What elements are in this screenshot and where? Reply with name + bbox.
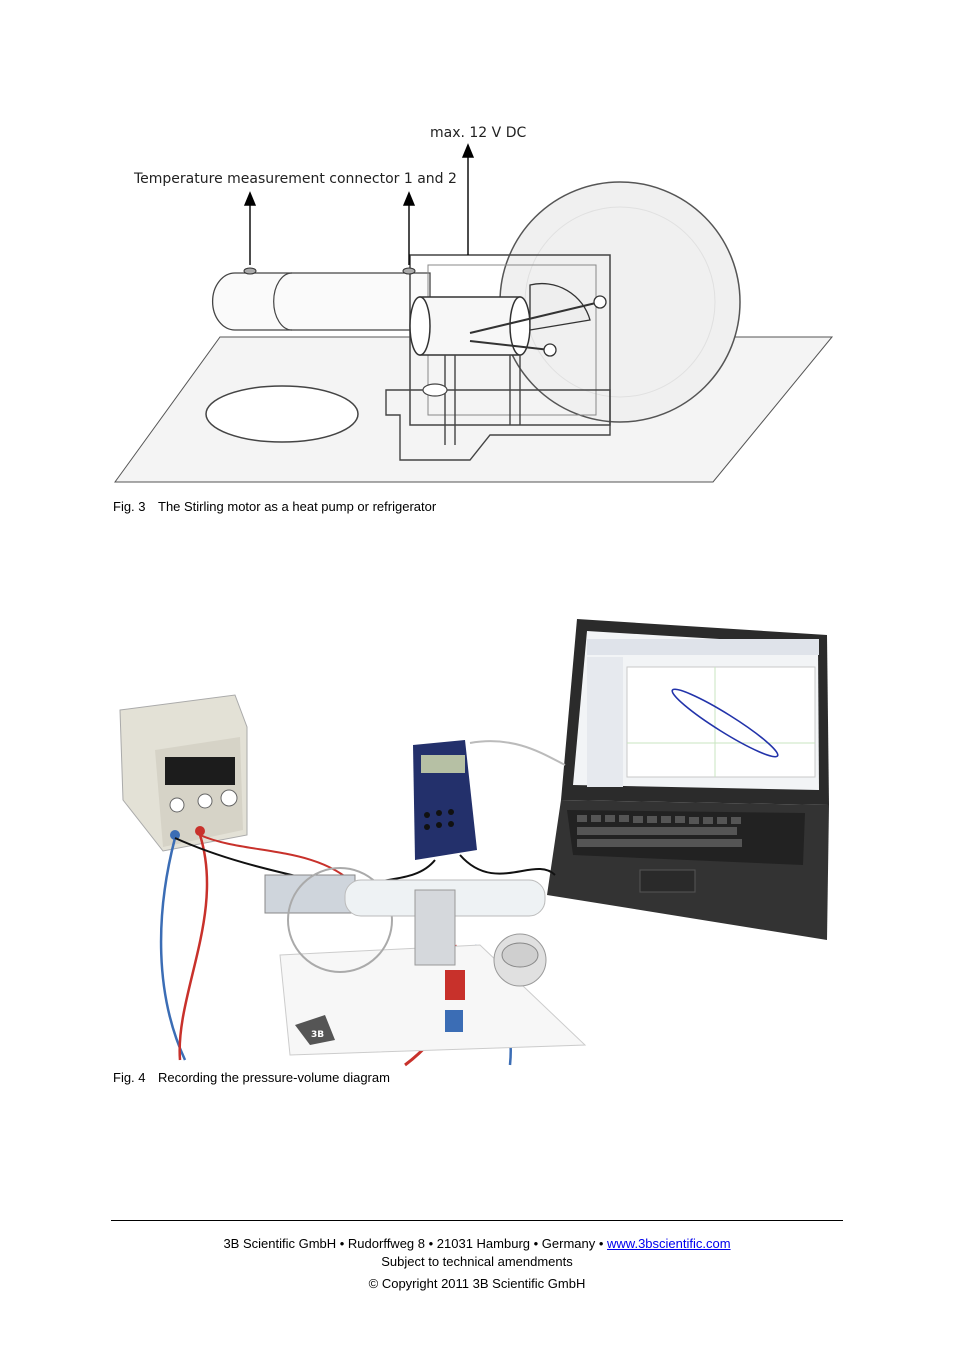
footer-copyright: © Copyright 2011 3B Scientific GmbH [368,1276,586,1291]
figure-4-caption: Fig. 4 Recording the pressure-volume diag… [113,1070,390,1086]
plate-ellipse [205,385,359,443]
pv-loop [671,688,779,758]
crank-disc [529,282,591,331]
measurement-device [413,740,477,860]
glass-tube [212,272,431,331]
figure-3-caption: Fig. 3 The Stirling motor as a heat pump … [113,499,436,515]
figure-3-caption-text: The Stirling motor as a heat pump or ref… [158,499,437,514]
footer-address: 3B Scientific GmbH • Rudorffweg 8 • 2103… [223,1236,608,1251]
stirling-motor: 3B [264,867,587,1056]
figure-4-caption-text: Recording the pressure-volume diagram [158,1070,390,1085]
figure-3-number: Fig. 3 [113,499,146,514]
figure-4-photo: 3B [119,619,829,1067]
power-supply [119,694,248,852]
figure-4-number: Fig. 4 [113,1070,146,1085]
footer-amendments: Subject to technical amendments [381,1254,573,1269]
footer-address-line: 3B Scientific GmbH • Rudorffweg 8 • 2103… [0,1236,954,1252]
stirling-plate-logo: 3B [311,1030,324,1040]
voltage-arrow [461,143,475,255]
footer-website-link[interactable]: www.3bscientific.com [607,1236,731,1251]
temperature-connector-arrows [243,191,416,265]
laptop [547,619,829,940]
footer-divider [111,1220,843,1221]
temperature-connector-label: Temperature measurement connector 1 and … [133,171,457,187]
cylinder [419,296,521,356]
figure-3-illustration: max. 12 V DC Temperature measurement con… [114,125,834,483]
voltage-label: max. 12 V DC [430,125,526,141]
